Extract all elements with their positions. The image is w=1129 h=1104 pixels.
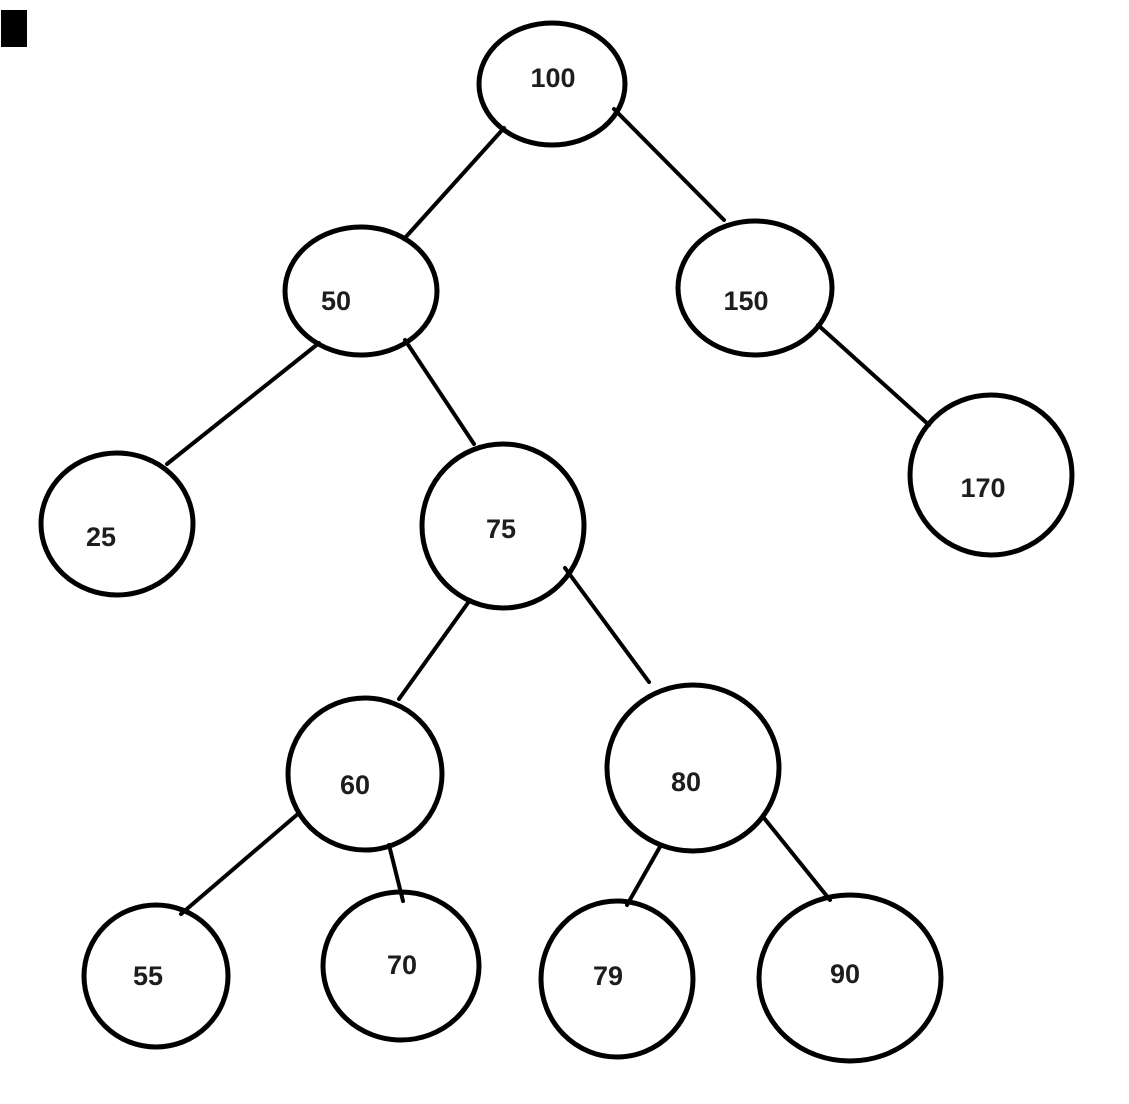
node-circle-50: [282, 224, 440, 358]
node-label-90: 90: [830, 959, 860, 989]
node-circle-170: [907, 392, 1075, 558]
edge-150-170: [816, 323, 931, 427]
node-circle-150: [675, 218, 835, 358]
tree-labels: 100 50 150 25 75 170 60 80 55 70 79 90: [86, 63, 1006, 991]
node-label-100: 100: [530, 63, 575, 93]
tree-nodes: [38, 20, 1075, 1064]
edge-50-75: [403, 338, 476, 446]
edge-75-80: [563, 566, 651, 684]
node-label-25: 25: [86, 522, 116, 552]
node-label-75: 75: [486, 514, 516, 544]
edge-60-55: [179, 811, 301, 916]
node-label-170: 170: [960, 473, 1005, 503]
node-circle-75: [419, 441, 587, 611]
node-circle-90: [756, 892, 944, 1064]
node-circle-100: [476, 20, 628, 148]
node-label-70: 70: [387, 950, 417, 980]
edge-100-150: [612, 107, 726, 222]
edge-80-79: [625, 843, 663, 907]
node-label-80: 80: [671, 767, 701, 797]
node-circle-55: [81, 902, 231, 1050]
edge-100-50: [402, 126, 506, 241]
tree-edges: [165, 107, 931, 916]
edge-50-25: [165, 341, 321, 466]
node-circle-25: [38, 450, 196, 598]
node-label-150: 150: [723, 286, 768, 316]
node-circle-60: [285, 695, 445, 853]
edge-75-60: [397, 598, 472, 701]
node-label-60: 60: [340, 770, 370, 800]
edge-80-90: [762, 816, 832, 902]
node-label-50: 50: [321, 286, 351, 316]
edge-60-70: [387, 843, 405, 903]
node-label-79: 79: [593, 961, 623, 991]
node-label-55: 55: [133, 961, 163, 991]
text-cursor-block: [1, 10, 27, 47]
node-circle-79: [538, 898, 696, 1060]
node-circle-80: [604, 682, 782, 854]
